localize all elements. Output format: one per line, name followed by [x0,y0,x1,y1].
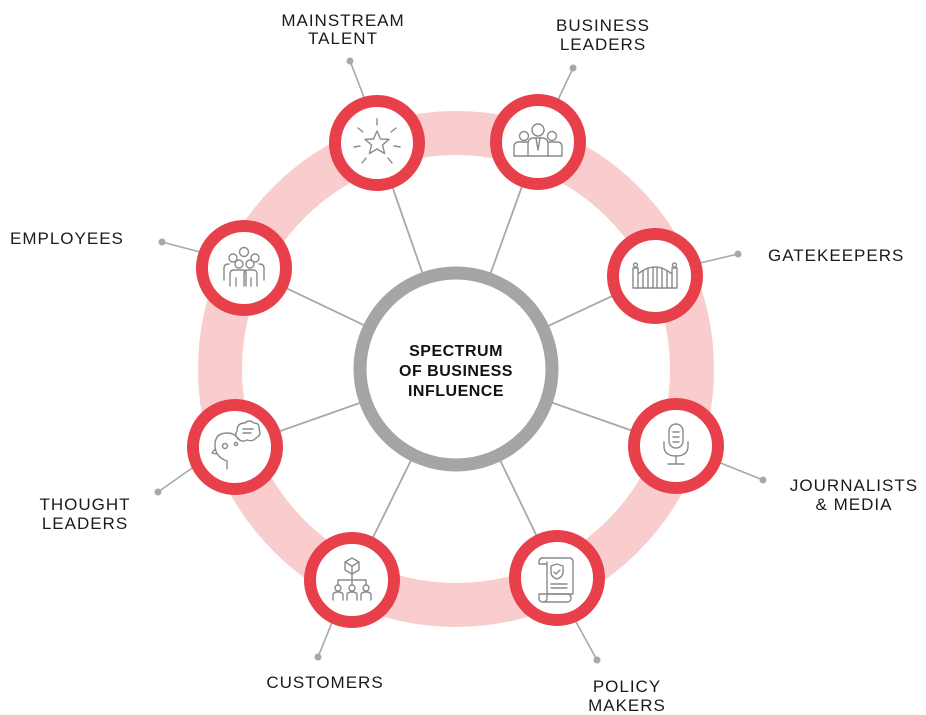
label-gatekeepers: GATEKEEPERS [768,246,904,265]
leader-dot-customers [314,653,322,661]
label-journalists-media-line-1: JOURNALISTS [790,476,918,495]
label-policy-makers-line-2: MAKERS [588,696,666,715]
employees-group-icon [223,246,265,287]
center-title-line-3: INFLUENCE [408,383,504,400]
node-gatekeepers [607,228,703,324]
label-journalists-media-line-2: & MEDIA [816,495,893,514]
label-customers: CUSTOMERS [266,673,383,692]
center-node: SPECTRUM OF BUSINESS INFLUENCE [353,266,559,472]
label-policy-makers-line-1: POLICY [593,677,661,696]
thought-head-icon [211,420,261,470]
background-ring [198,111,714,627]
customers-network-icon [332,557,372,601]
node-employees [196,220,292,316]
node-customers [304,532,400,628]
node-business-leaders [490,94,586,190]
leader-dot-journalists-media [759,476,767,484]
leader-lines [154,57,767,664]
label-employees: EMPLOYEES [10,229,124,248]
node-labels: MAINSTREAM TALENT BUSINESS LEADERS GATEK… [10,11,918,715]
label-thought-leaders-line-2: LEADERS [42,514,128,533]
node-thought-leaders [187,399,283,495]
gate-icon [632,262,678,289]
label-business-leaders-line-2: LEADERS [560,35,646,54]
label-mainstream-talent-line-2: TALENT [308,29,378,48]
leader-dot-mainstream-talent [346,57,354,65]
node-journalists-media [628,398,724,494]
center-title-line-1: SPECTRUM [409,343,503,360]
business-team-icon [513,123,563,157]
center-title-line-2: OF BUSINESS [399,363,513,380]
label-thought-leaders-line-1: THOUGHT [39,495,130,514]
policy-document-icon [538,557,574,603]
leader-dot-business-leaders [569,64,577,72]
label-mainstream-talent-line-1: MAINSTREAM [281,11,404,30]
leader-dot-thought-leaders [154,488,162,496]
star-burst-icon [353,118,401,164]
leader-dot-policy-makers [593,656,601,664]
node-mainstream-talent [329,95,425,191]
label-business-leaders-line-1: BUSINESS [556,16,650,35]
leader-dot-employees [158,238,166,246]
microphone-icon [663,423,689,465]
leader-dot-gatekeepers [734,250,742,258]
node-policy-makers [509,530,605,626]
